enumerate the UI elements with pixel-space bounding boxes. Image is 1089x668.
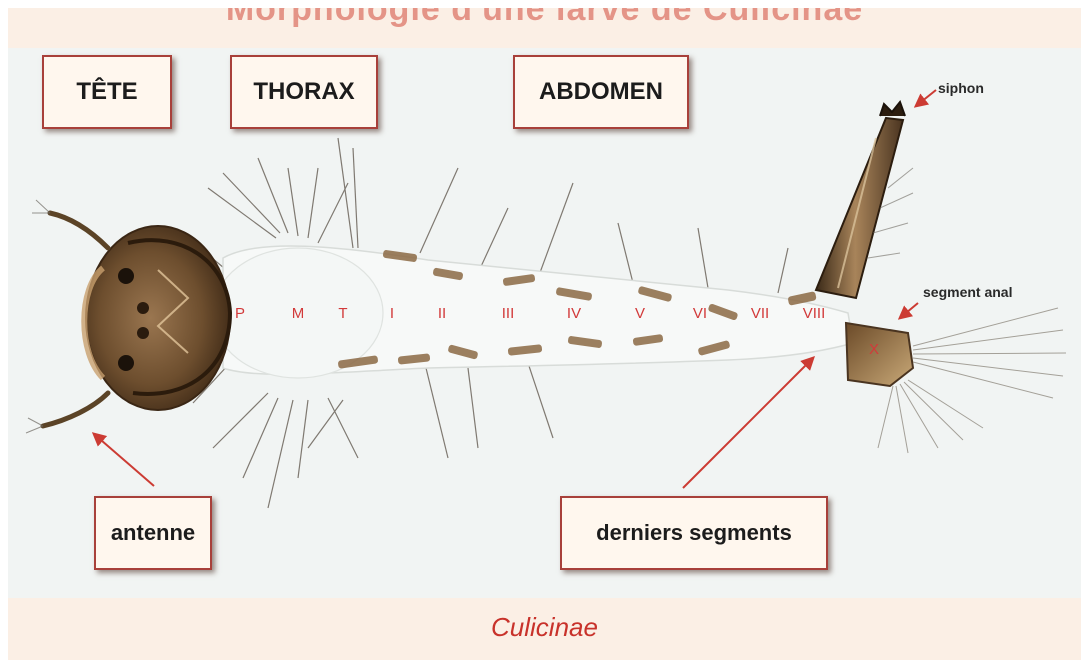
label-antenne: antenne — [94, 496, 212, 570]
label-tete: TÊTE — [42, 55, 172, 129]
segment-label-ii: II — [438, 305, 446, 322]
segment-label-v: V — [635, 305, 645, 322]
anal-mark: X — [869, 341, 879, 358]
segment-label-viii: VIII — [803, 305, 826, 322]
caption-band: Culicinae — [8, 598, 1081, 660]
caption: Culicinae — [8, 612, 1081, 643]
segment-label-t: T — [338, 305, 347, 322]
anal-segment — [846, 323, 913, 386]
head-capsule — [84, 226, 230, 410]
anal-brushes — [878, 308, 1066, 453]
segment-label-i: I — [390, 305, 394, 322]
arrow-siphon — [916, 90, 936, 106]
diagram-frame: Morphologie d'une larve de Culicinae — [8, 8, 1081, 660]
segment-label-vi: VI — [693, 305, 707, 322]
segment-label-iv: IV — [567, 305, 581, 322]
label-siphon: siphon — [938, 80, 984, 96]
segment-label-m: M — [292, 305, 305, 322]
segment-label-iii: III — [502, 305, 515, 322]
label-segment-anal: segment anal — [923, 284, 1012, 300]
arrow-segment-anal — [900, 303, 918, 318]
label-derniers-segments: derniers segments — [560, 496, 828, 570]
arrow-derniers-segments — [683, 358, 813, 488]
label-thorax: THORAX — [230, 55, 378, 129]
label-abdomen: ABDOMEN — [513, 55, 689, 129]
segment-label-vii: VII — [751, 305, 769, 322]
segment-label-p: P — [235, 305, 245, 322]
arrow-antenne — [94, 434, 154, 486]
siphon — [816, 102, 905, 298]
